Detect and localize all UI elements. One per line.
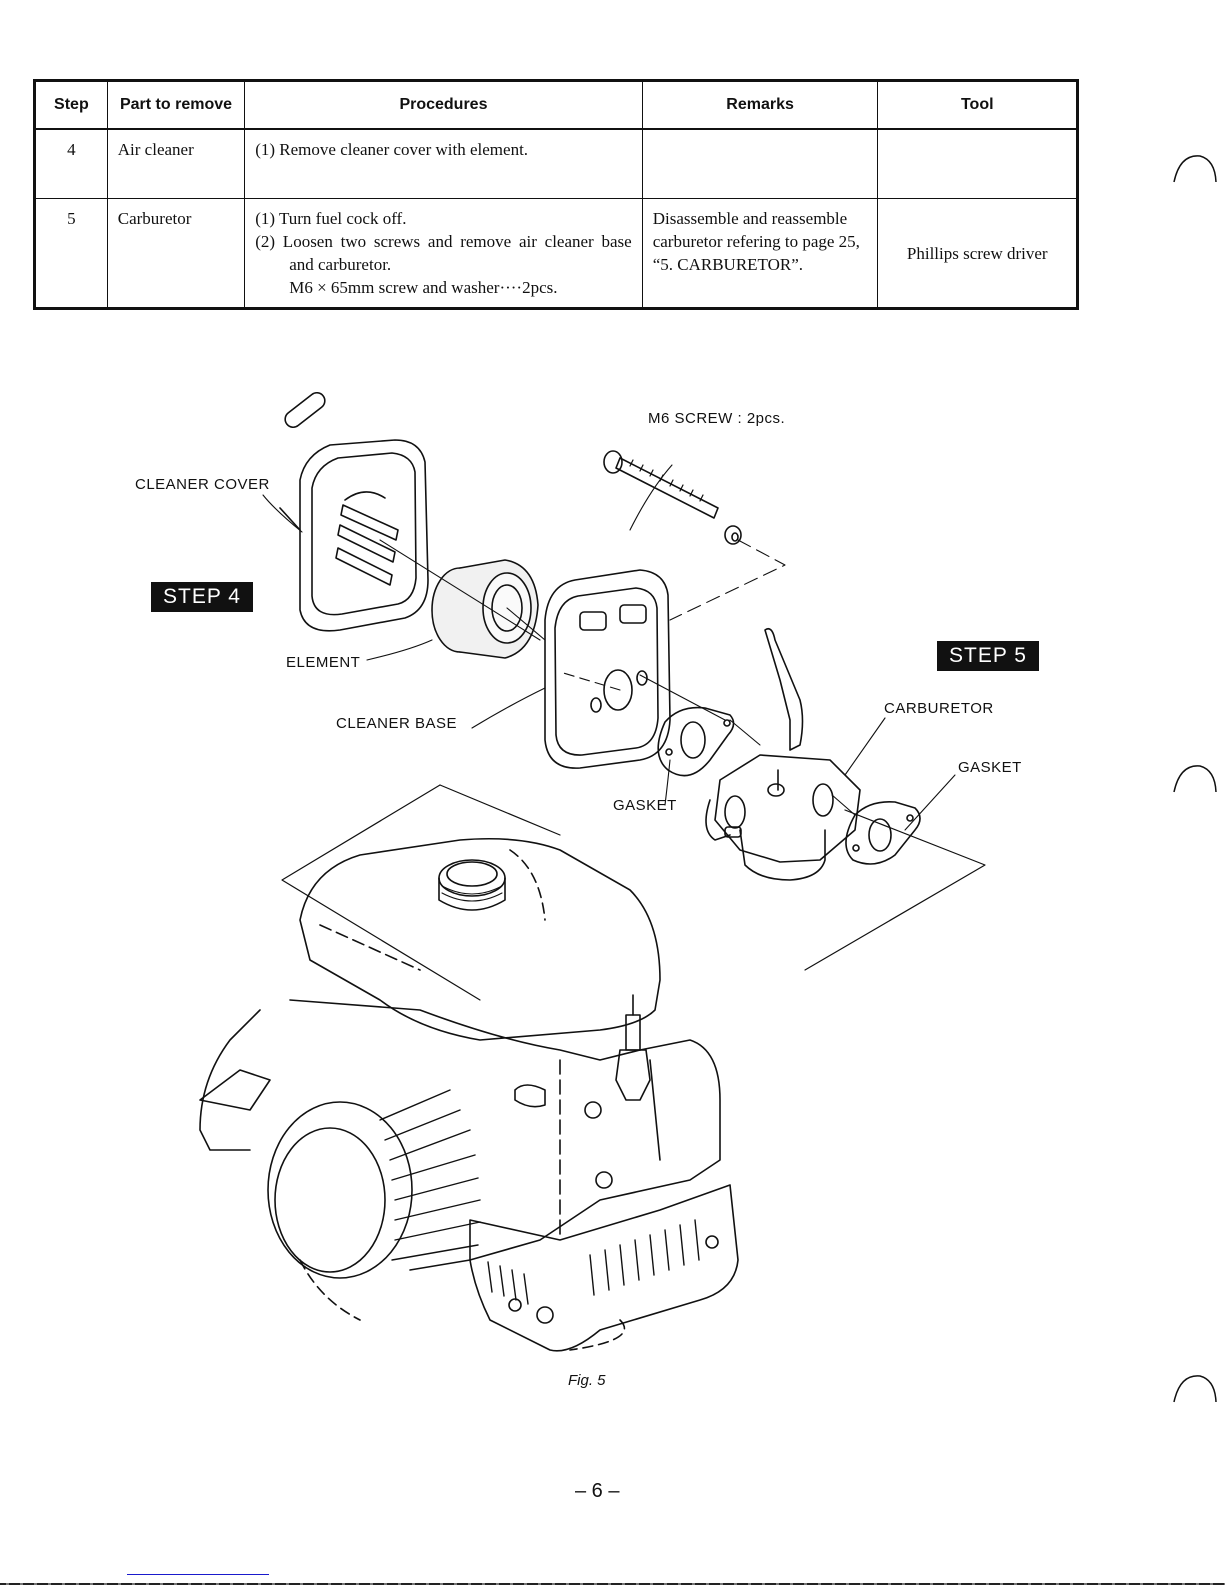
page-number: – 6 – [575,1480,620,1502]
m6-screw-part [603,450,742,545]
procedure-step: (1) Remove cleaner cover with element. [255,140,529,159]
header-step: Step [34,80,108,130]
label-gasket-right: GASKET [958,759,1022,776]
label-gasket-left: GASKET [613,797,677,814]
procedure-step: (1) Turn fuel cock off. [255,209,407,228]
label-carburetor: CARBURETOR [884,700,994,717]
remarks-cell: Disassemble and reassemble carburetor re… [641,198,879,309]
alignment-lines [379,539,856,816]
label-m6-screw: M6 SCREW : 2pcs. [648,410,786,427]
table-row: 4 Air cleaner (1) Remove cleaner cover w… [34,128,1078,199]
engine-assembly [199,837,739,1352]
table-row: 5 Carburetor (1) Turn fuel cock off. (2)… [34,198,1078,309]
table-header-row: Step Part to remove Procedures Remarks T… [34,80,1078,130]
step-4-badge: STEP 4 [151,582,253,612]
header-part: Part to remove [106,80,246,130]
gasket-left-part [657,706,735,777]
o-ring-seal [284,391,326,429]
remarks-cell [641,128,879,199]
leader-lines [262,464,956,831]
mounting-plane [281,784,986,1001]
part-cell: Carburetor [106,198,246,309]
label-cleaner-cover: CLEANER COVER [135,476,270,493]
step-cell: 4 [34,128,108,199]
procedures-cell: (1) Turn fuel cock off. (2) Loosen two s… [244,198,643,309]
procedure-step: (2) Loosen two screws and remove air cle… [255,232,632,274]
header-remarks: Remarks [641,80,879,130]
cleaner-cover-part [279,439,429,632]
tool-cell [877,128,1078,199]
binder-hole-arc-middle [1173,765,1217,793]
part-cell: Air cleaner [106,128,246,199]
procedure-table: Step Part to remove Procedures Remarks T… [33,79,1079,310]
tool-cell: Phillips screw driver [877,198,1078,309]
gasket-right-part [845,800,921,865]
label-element: ELEMENT [286,654,361,671]
cleaner-base-part [544,569,671,769]
header-procedures: Procedures [244,80,643,130]
figure-caption: Fig. 5 [568,1372,606,1389]
link-underline[interactable] [127,1574,269,1575]
binder-hole-arc-bottom [1173,1375,1217,1403]
header-tool: Tool [877,80,1078,130]
carburetor-part [705,627,861,881]
binder-hole-arc-top [1173,155,1217,183]
element-part [431,559,539,659]
step-cell: 5 [34,198,108,309]
procedures-cell: (1) Remove cleaner cover with element. [244,128,643,199]
procedure-note: M6 × 65mm screw and washer····2pcs. [289,278,558,297]
bottom-edge-strip [0,1583,1225,1585]
label-cleaner-base: CLEANER BASE [336,715,458,732]
step-5-badge: STEP 5 [937,641,1039,671]
